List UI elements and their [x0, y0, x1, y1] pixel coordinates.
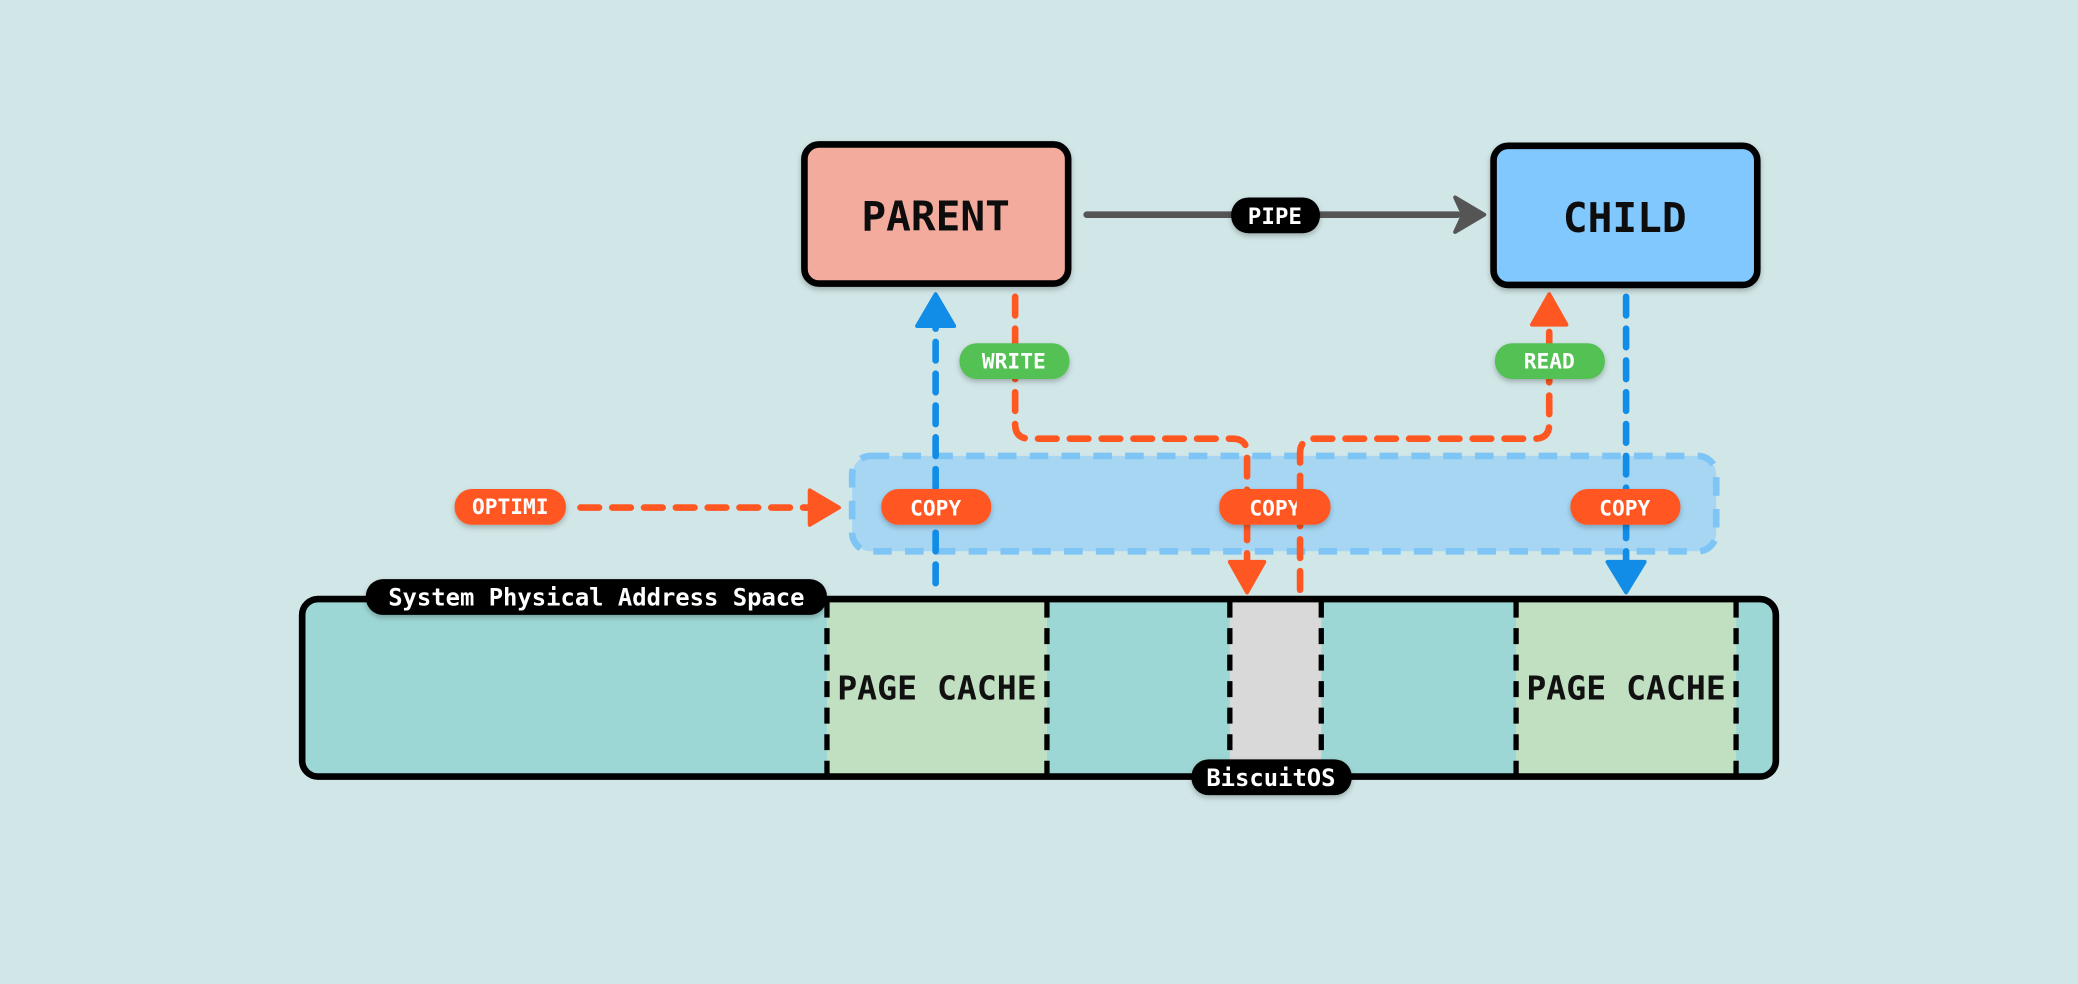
- arrow-right-icon: [807, 488, 841, 527]
- arrow-down-icon: [1605, 559, 1647, 595]
- arrow-down-icon: [1227, 559, 1267, 595]
- write-label: WRITE: [982, 348, 1046, 373]
- write-badge: WRITE: [959, 343, 1070, 380]
- copy-badge-1: COPY: [881, 489, 992, 525]
- write-flow: [1011, 293, 1251, 567]
- biscuitos-badge: BiscuitOS: [1191, 759, 1352, 796]
- optimi-badge: OPTIMI: [454, 489, 566, 525]
- read-label: READ: [1524, 348, 1575, 373]
- child-label: CHILD: [1563, 194, 1687, 242]
- page-cache-label-1: PAGE CACHE: [837, 669, 1036, 708]
- page-cache-block-1: [826, 601, 1047, 774]
- physical-address-space: PAGE CACHE PAGE CACHE: [298, 595, 1780, 780]
- arrow-up-icon: [915, 292, 957, 329]
- pipe-label: PIPE: [1248, 204, 1302, 230]
- read-flow: [1296, 321, 1553, 594]
- page-cache-label-2: PAGE CACHE: [1526, 669, 1725, 708]
- pipe-badge: PIPE: [1231, 197, 1320, 234]
- copy-badge-2: COPY: [1219, 489, 1331, 525]
- copy-label: COPY: [1599, 496, 1650, 521]
- memory-title-badge: System Physical Address Space: [365, 579, 827, 615]
- copy-label: COPY: [1249, 496, 1300, 521]
- child-node[interactable]: CHILD: [1490, 142, 1761, 289]
- biscuitos-label: BiscuitOS: [1206, 764, 1335, 792]
- parent-node[interactable]: PARENT: [801, 141, 1072, 287]
- arrow-right-icon: [1453, 195, 1487, 234]
- parent-label: PARENT: [861, 193, 1009, 241]
- read-badge: READ: [1494, 343, 1605, 380]
- memory-title: System Physical Address Space: [388, 584, 804, 612]
- page-cache-block-2: [1516, 601, 1737, 774]
- arrow-up-icon: [1530, 292, 1569, 327]
- optimi-label: OPTIMI: [472, 494, 549, 519]
- copy-badge-3: COPY: [1570, 489, 1681, 525]
- kernel-block: [1229, 601, 1322, 774]
- copy-label: COPY: [910, 496, 961, 521]
